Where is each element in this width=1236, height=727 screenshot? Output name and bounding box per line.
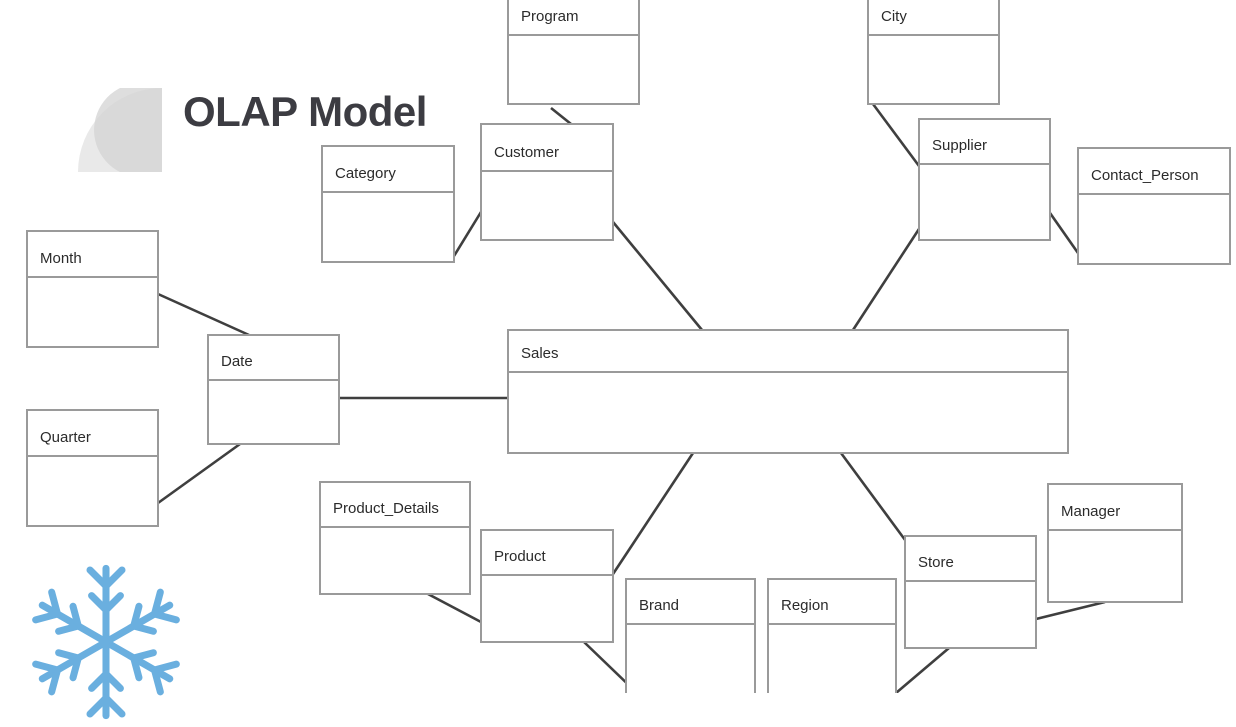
entity-box-frame-customer xyxy=(480,123,614,241)
entity-box-program[interactable]: Program xyxy=(507,0,640,105)
entity-box-month[interactable]: Month xyxy=(26,230,159,348)
entity-label-product_details: Product_Details xyxy=(333,500,439,517)
entity-box-customer[interactable]: Customer xyxy=(480,123,614,241)
entity-label-region: Region xyxy=(781,597,829,614)
entity-box-frame-product_details xyxy=(319,481,471,595)
entity-box-contact_person[interactable]: Contact_Person xyxy=(1077,147,1231,265)
entity-box-category[interactable]: Category xyxy=(321,145,455,263)
entity-box-date[interactable]: Date xyxy=(207,334,340,445)
relationship-line-month-date xyxy=(157,292,250,337)
relationship-line-store-sales xyxy=(839,452,913,549)
entity-box-region[interactable]: Region xyxy=(767,578,897,693)
entity-label-sales: Sales xyxy=(521,345,559,362)
entity-label-program: Program xyxy=(521,8,579,25)
entity-box-frame-region xyxy=(767,578,897,693)
entity-box-frame-manager xyxy=(1047,483,1183,603)
entity-label-brand: Brand xyxy=(639,597,679,614)
relationship-line-customer-program xyxy=(550,106,572,126)
entity-box-manager[interactable]: Manager xyxy=(1047,483,1183,603)
entity-label-product: Product xyxy=(494,548,547,565)
entity-label-date: Date xyxy=(221,353,253,370)
relationship-line-region-store xyxy=(895,647,950,693)
relationship-line-quarter-date xyxy=(157,442,241,505)
relationship-line-city-supplier xyxy=(871,103,924,171)
entity-label-store: Store xyxy=(918,554,954,571)
entity-box-frame-supplier xyxy=(918,118,1051,241)
relationship-links-layer xyxy=(157,103,1106,693)
entity-label-city: City xyxy=(881,8,907,25)
page-title: OLAP Model xyxy=(183,88,427,135)
quarter-circle-logo xyxy=(78,83,162,172)
entity-box-sales[interactable]: Sales xyxy=(507,329,1069,454)
relationship-line-category-customer xyxy=(452,211,483,257)
relationship-line-store-manager xyxy=(1035,600,1106,621)
entity-box-frame-brand xyxy=(625,578,756,693)
snowflake-icon xyxy=(26,562,186,722)
entity-box-frame-category xyxy=(321,145,455,263)
entity-box-frame-city xyxy=(867,0,1000,105)
entity-box-quarter[interactable]: Quarter xyxy=(26,409,159,527)
entity-box-frame-contact_person xyxy=(1077,147,1231,265)
logo-inner-quarter-circle xyxy=(94,83,162,172)
entity-box-frame-product xyxy=(480,529,614,643)
entity-label-quarter: Quarter xyxy=(40,429,91,446)
relationship-line-supplier-contact_person xyxy=(1048,212,1080,254)
relationship-line-product_details-product xyxy=(427,592,482,624)
entity-label-month: Month xyxy=(40,250,82,267)
entity-label-supplier: Supplier xyxy=(932,137,987,154)
entity-box-supplier[interactable]: Supplier xyxy=(918,118,1051,241)
entity-box-product[interactable]: Product xyxy=(480,529,614,643)
entity-label-customer: Customer xyxy=(494,144,559,161)
entity-box-city[interactable]: City xyxy=(867,0,1000,105)
entity-box-frame-quarter xyxy=(26,409,159,527)
relationship-line-supplier-sales xyxy=(851,228,921,331)
entity-label-contact_person: Contact_Person xyxy=(1091,167,1199,184)
entity-box-frame-store xyxy=(904,535,1037,649)
entity-label-category: Category xyxy=(335,165,396,182)
entity-box-frame-program xyxy=(507,0,640,105)
relationship-line-product-sales xyxy=(611,452,695,575)
entity-box-product_details[interactable]: Product_Details xyxy=(319,481,471,595)
entity-box-store[interactable]: Store xyxy=(904,535,1037,649)
entity-label-manager: Manager xyxy=(1061,503,1120,520)
entity-box-frame-sales xyxy=(507,329,1069,454)
entity-box-frame-date xyxy=(207,334,340,445)
entity-box-brand[interactable]: Brand xyxy=(625,578,756,693)
relationship-line-customer-sales xyxy=(611,221,704,331)
entity-box-frame-month xyxy=(26,230,159,348)
